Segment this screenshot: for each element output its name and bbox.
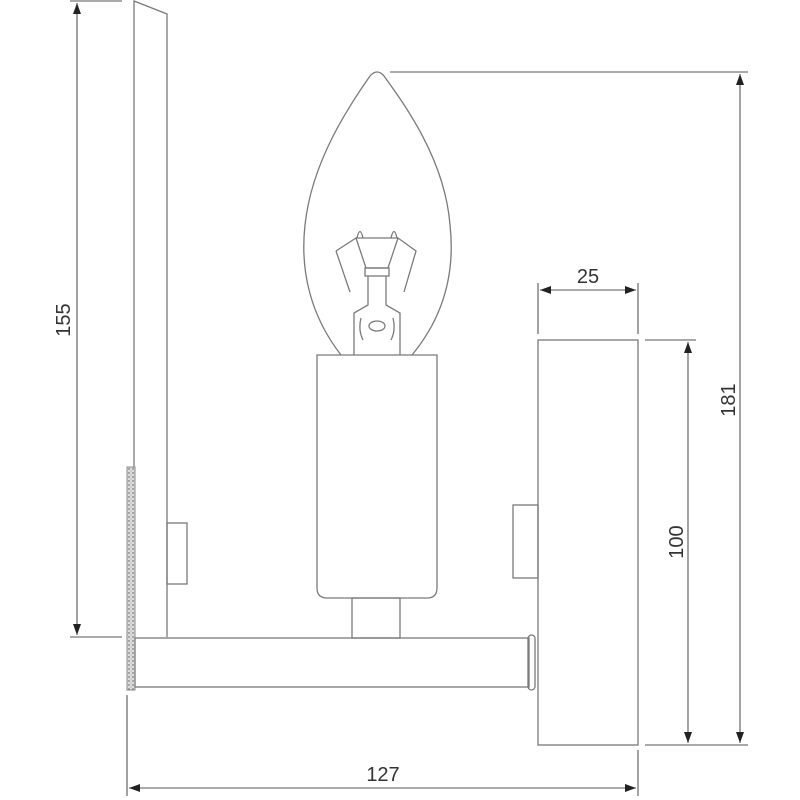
dimension-label-127: 127 bbox=[366, 764, 399, 786]
dimension-label-100: 100 bbox=[666, 525, 688, 558]
base-box bbox=[512, 339, 639, 746]
textured-backing bbox=[126, 466, 136, 691]
arm bbox=[134, 634, 536, 691]
base-tab bbox=[512, 504, 539, 579]
dimension-plate-height: 155 bbox=[53, 0, 122, 638]
wall-plate bbox=[126, 0, 188, 691]
plate-tab bbox=[166, 522, 188, 585]
dimension-label-181: 181 bbox=[718, 383, 740, 416]
candle-holder bbox=[316, 354, 438, 639]
dimension-total-depth: 127 bbox=[126, 695, 639, 796]
dimension-label-155: 155 bbox=[53, 303, 75, 336]
dimension-label-25: 25 bbox=[577, 266, 599, 288]
dimension-base-width: 25 bbox=[537, 266, 639, 334]
filament-icon bbox=[335, 230, 417, 355]
candle-bulb bbox=[303, 71, 452, 356]
dimension-total-height: 181 bbox=[390, 71, 748, 746]
dimension-base-height: 100 bbox=[645, 339, 696, 743]
holder-stem bbox=[351, 597, 401, 639]
